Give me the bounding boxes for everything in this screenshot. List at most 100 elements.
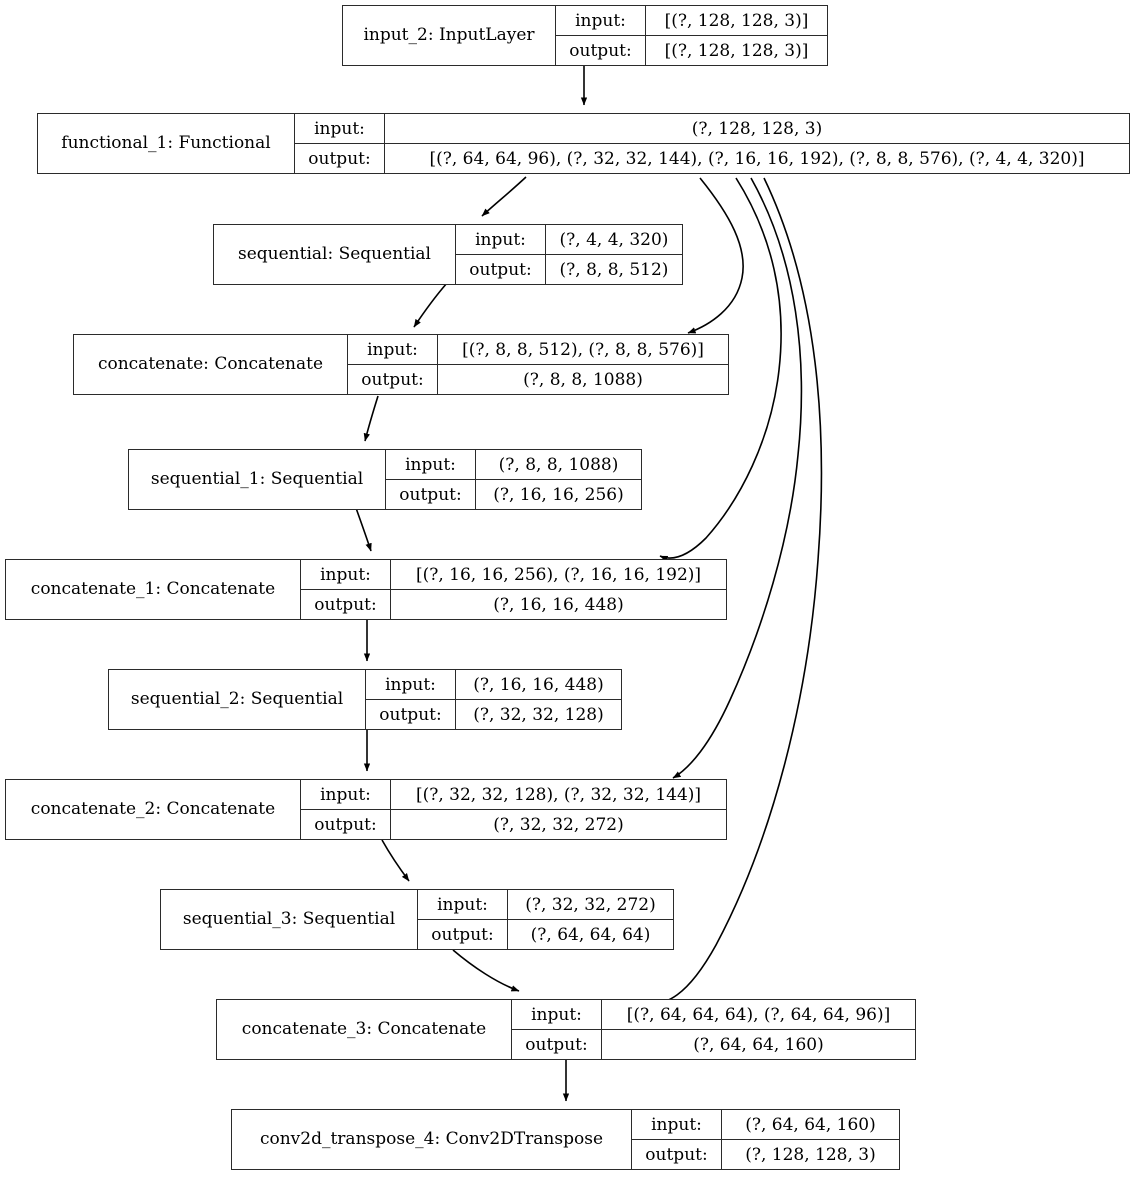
node-input_2[interactable]: input_2: InputLayer input: [(?, 128, 128…: [342, 5, 828, 66]
node-concatenate_2-name: concatenate_2: Concatenate: [6, 780, 301, 839]
node-sequential_1-io: input: (?, 8, 8, 1088) output: (?, 16, 1…: [386, 450, 641, 509]
node-concatenate-io: input: [(?, 8, 8, 512), (?, 8, 8, 576)] …: [348, 335, 728, 394]
node-conv2d_transpose_4-io: input: (?, 64, 64, 160) output: (?, 128,…: [632, 1110, 899, 1169]
node-sequential-input-row: input: (?, 4, 4, 320): [456, 225, 682, 255]
node-concatenate-input-row: input: [(?, 8, 8, 512), (?, 8, 8, 576)]: [348, 335, 728, 365]
edge-sequential-concatenate: [413, 282, 448, 328]
node-functional_1-output-shape: [(?, 64, 64, 96), (?, 32, 32, 144), (?, …: [429, 148, 1085, 169]
node-sequential_1-name: sequential_1: Sequential: [129, 450, 386, 509]
node-conv2d_transpose_4-name: conv2d_transpose_4: Conv2DTranspose: [232, 1110, 632, 1169]
node-concatenate_3-input-row: input: [(?, 64, 64, 64), (?, 64, 64, 96)…: [512, 1000, 915, 1030]
node-sequential_3-name: sequential_3: Sequential: [161, 890, 418, 949]
node-sequential_3-io: input: (?, 32, 32, 272) output: (?, 64, …: [418, 890, 673, 949]
node-concatenate_1[interactable]: concatenate_1: Concatenate input: [(?, 1…: [5, 559, 727, 620]
node-sequential_2-output-shape: (?, 32, 32, 128): [473, 704, 604, 725]
node-sequential_2-io: input: (?, 16, 16, 448) output: (?, 32, …: [366, 670, 621, 729]
node-sequential_3-input-shape: (?, 32, 32, 272): [525, 894, 656, 915]
node-concatenate_2[interactable]: concatenate_2: Concatenate input: [(?, 3…: [5, 779, 727, 840]
input-label: input:: [366, 670, 456, 699]
edge-concatenate_2-sequential_3: [381, 839, 410, 882]
node-concatenate-input-shape: [(?, 8, 8, 512), (?, 8, 8, 576)]: [462, 339, 704, 360]
input-label: input:: [512, 1000, 602, 1029]
node-conv2d_transpose_4[interactable]: conv2d_transpose_4: Conv2DTranspose inpu…: [231, 1109, 900, 1170]
node-sequential_2-input-row: input: (?, 16, 16, 448): [366, 670, 621, 700]
node-conv2d_transpose_4-input-shape: (?, 64, 64, 160): [745, 1114, 876, 1135]
node-concatenate_2-input-shape: [(?, 32, 32, 128), (?, 32, 32, 144)]: [415, 784, 702, 805]
node-sequential_1-output-row: output: (?, 16, 16, 256): [386, 480, 641, 509]
node-sequential_1-input-shape: (?, 8, 8, 1088): [498, 454, 619, 475]
node-concatenate_3-input-shape: [(?, 64, 64, 64), (?, 64, 64, 96)]: [626, 1004, 891, 1025]
node-sequential_3-output-shape: (?, 64, 64, 64): [530, 924, 651, 945]
input-label: input:: [348, 335, 438, 364]
node-concatenate_2-output-shape: (?, 32, 32, 272): [493, 814, 624, 835]
node-concatenate_1-io: input: [(?, 16, 16, 256), (?, 16, 16, 19…: [301, 560, 726, 619]
node-concatenate_2-io: input: [(?, 32, 32, 128), (?, 32, 32, 14…: [301, 780, 726, 839]
output-label: output:: [512, 1030, 602, 1059]
node-concatenate_1-input-row: input: [(?, 16, 16, 256), (?, 16, 16, 19…: [301, 560, 726, 590]
node-input_2-io: input: [(?, 128, 128, 3)] output: [(?, 1…: [556, 6, 827, 65]
node-sequential_1[interactable]: sequential_1: Sequential input: (?, 8, 8…: [128, 449, 642, 510]
node-input_2-output-row: output: [(?, 128, 128, 3)]: [556, 36, 827, 65]
node-sequential[interactable]: sequential: Sequential input: (?, 4, 4, …: [213, 224, 683, 285]
node-concatenate_2-output-row: output: (?, 32, 32, 272): [301, 810, 726, 839]
node-sequential_1-input-row: input: (?, 8, 8, 1088): [386, 450, 641, 480]
input-label: input:: [386, 450, 476, 479]
node-concatenate[interactable]: concatenate: Concatenate input: [(?, 8, …: [73, 334, 729, 395]
output-label: output:: [456, 255, 546, 284]
node-concatenate_1-input-shape: [(?, 16, 16, 256), (?, 16, 16, 192)]: [415, 564, 702, 585]
node-functional_1-output-row: output: [(?, 64, 64, 96), (?, 32, 32, 14…: [295, 144, 1129, 173]
node-concatenate_2-input-row: input: [(?, 32, 32, 128), (?, 32, 32, 14…: [301, 780, 726, 810]
node-sequential-output-row: output: (?, 8, 8, 512): [456, 255, 682, 284]
node-concatenate_1-output-row: output: (?, 16, 16, 448): [301, 590, 726, 619]
node-functional_1-input-row: input: (?, 128, 128, 3): [295, 114, 1129, 144]
node-concatenate_3-io: input: [(?, 64, 64, 64), (?, 64, 64, 96)…: [512, 1000, 915, 1059]
input-label: input:: [301, 780, 391, 809]
output-label: output:: [386, 480, 476, 509]
edge-functional_1-concatenate_2: [672, 177, 803, 779]
node-concatenate-output-row: output: (?, 8, 8, 1088): [348, 365, 728, 394]
node-concatenate_3[interactable]: concatenate_3: Concatenate input: [(?, 6…: [216, 999, 916, 1060]
node-sequential_2-name: sequential_2: Sequential: [109, 670, 366, 729]
output-label: output:: [366, 700, 456, 729]
node-functional_1[interactable]: functional_1: Functional input: (?, 128,…: [37, 113, 1130, 174]
node-concatenate_1-output-shape: (?, 16, 16, 448): [493, 594, 624, 615]
node-sequential-name: sequential: Sequential: [214, 225, 456, 284]
edge-concatenate-sequential_1: [363, 395, 379, 442]
node-sequential_1-output-shape: (?, 16, 16, 256): [493, 484, 624, 505]
edge-functional_1-sequential: [481, 176, 527, 217]
edge-sequential_1-concatenate_1: [355, 507, 372, 552]
output-label: output:: [301, 810, 391, 839]
node-sequential-io: input: (?, 4, 4, 320) output: (?, 8, 8, …: [456, 225, 682, 284]
node-concatenate_3-output-row: output: (?, 64, 64, 160): [512, 1030, 915, 1059]
input-label: input:: [456, 225, 546, 254]
node-sequential-output-shape: (?, 8, 8, 512): [559, 259, 669, 280]
output-label: output:: [556, 36, 646, 65]
input-label: input:: [301, 560, 391, 589]
node-sequential_3-input-row: input: (?, 32, 32, 272): [418, 890, 673, 920]
node-concatenate_1-name: concatenate_1: Concatenate: [6, 560, 301, 619]
node-input_2-input-row: input: [(?, 128, 128, 3)]: [556, 6, 827, 36]
node-sequential_2[interactable]: sequential_2: Sequential input: (?, 16, …: [108, 669, 622, 730]
output-label: output:: [295, 144, 385, 173]
node-input_2-output-shape: [(?, 128, 128, 3)]: [664, 40, 809, 61]
node-input_2-input-shape: [(?, 128, 128, 3)]: [664, 10, 809, 31]
node-concatenate-name: concatenate: Concatenate: [74, 335, 348, 394]
output-label: output:: [632, 1140, 722, 1169]
node-sequential_3[interactable]: sequential_3: Sequential input: (?, 32, …: [160, 889, 674, 950]
edge-sequential_3-concatenate_3: [452, 949, 520, 992]
node-sequential_3-output-row: output: (?, 64, 64, 64): [418, 920, 673, 949]
node-concatenate-output-shape: (?, 8, 8, 1088): [523, 369, 643, 390]
output-label: output:: [418, 920, 508, 949]
node-sequential_2-input-shape: (?, 16, 16, 448): [473, 674, 604, 695]
node-functional_1-io: input: (?, 128, 128, 3) output: [(?, 64,…: [295, 114, 1129, 173]
node-input_2-name: input_2: InputLayer: [343, 6, 556, 65]
node-sequential_2-output-row: output: (?, 32, 32, 128): [366, 700, 621, 729]
input-label: input:: [632, 1110, 722, 1139]
output-label: output:: [301, 590, 391, 619]
input-label: input:: [295, 114, 385, 143]
output-label: output:: [348, 365, 438, 394]
edge-functional_1-concatenate: [687, 177, 744, 334]
node-concatenate_3-output-shape: (?, 64, 64, 160): [693, 1034, 824, 1055]
node-functional_1-input-shape: (?, 128, 128, 3): [691, 118, 823, 139]
